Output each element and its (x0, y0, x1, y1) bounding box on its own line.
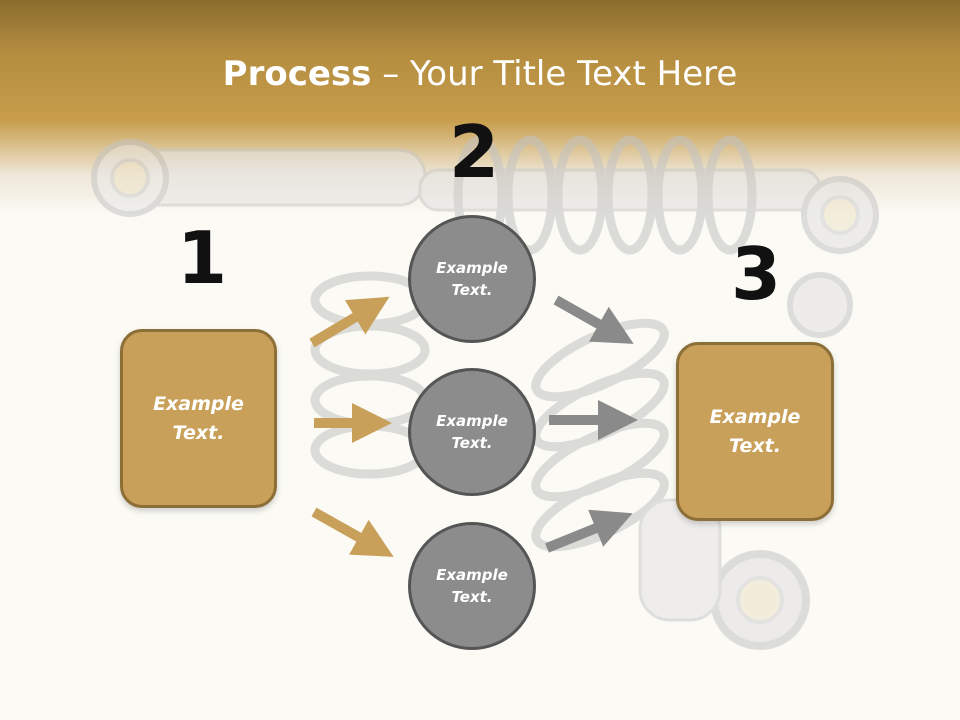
title-separator: – (371, 54, 411, 94)
circle-bottom-label: Example Text. (436, 565, 508, 607)
circle-middle: Example Text. (408, 368, 536, 496)
slide-title: Process – Your Title Text Here (0, 54, 960, 94)
arrow-from-bottom-circle (545, 509, 633, 553)
step-number-2: 2 (449, 110, 500, 194)
circle-top: Example Text. (408, 215, 536, 343)
step-3-box: Example Text. (676, 342, 834, 521)
step-number-1: 1 (177, 216, 228, 300)
title-rest: Your Title Text Here (410, 54, 738, 94)
circle-bottom: Example Text. (408, 522, 536, 650)
arrow-to-bottom-circle (311, 507, 394, 557)
step-1-box: Example Text. (120, 329, 277, 508)
step-3-label: Example Text. (709, 406, 801, 457)
circle-middle-label: Example Text. (436, 411, 508, 453)
title-bold: Process (222, 54, 372, 94)
circle-top-label: Example Text. (436, 258, 508, 300)
arrow-to-top-circle (309, 296, 390, 348)
arrow-from-top-circle (553, 295, 634, 344)
step-number-3: 3 (731, 232, 782, 316)
step-1-label: Example Text. (153, 393, 244, 444)
